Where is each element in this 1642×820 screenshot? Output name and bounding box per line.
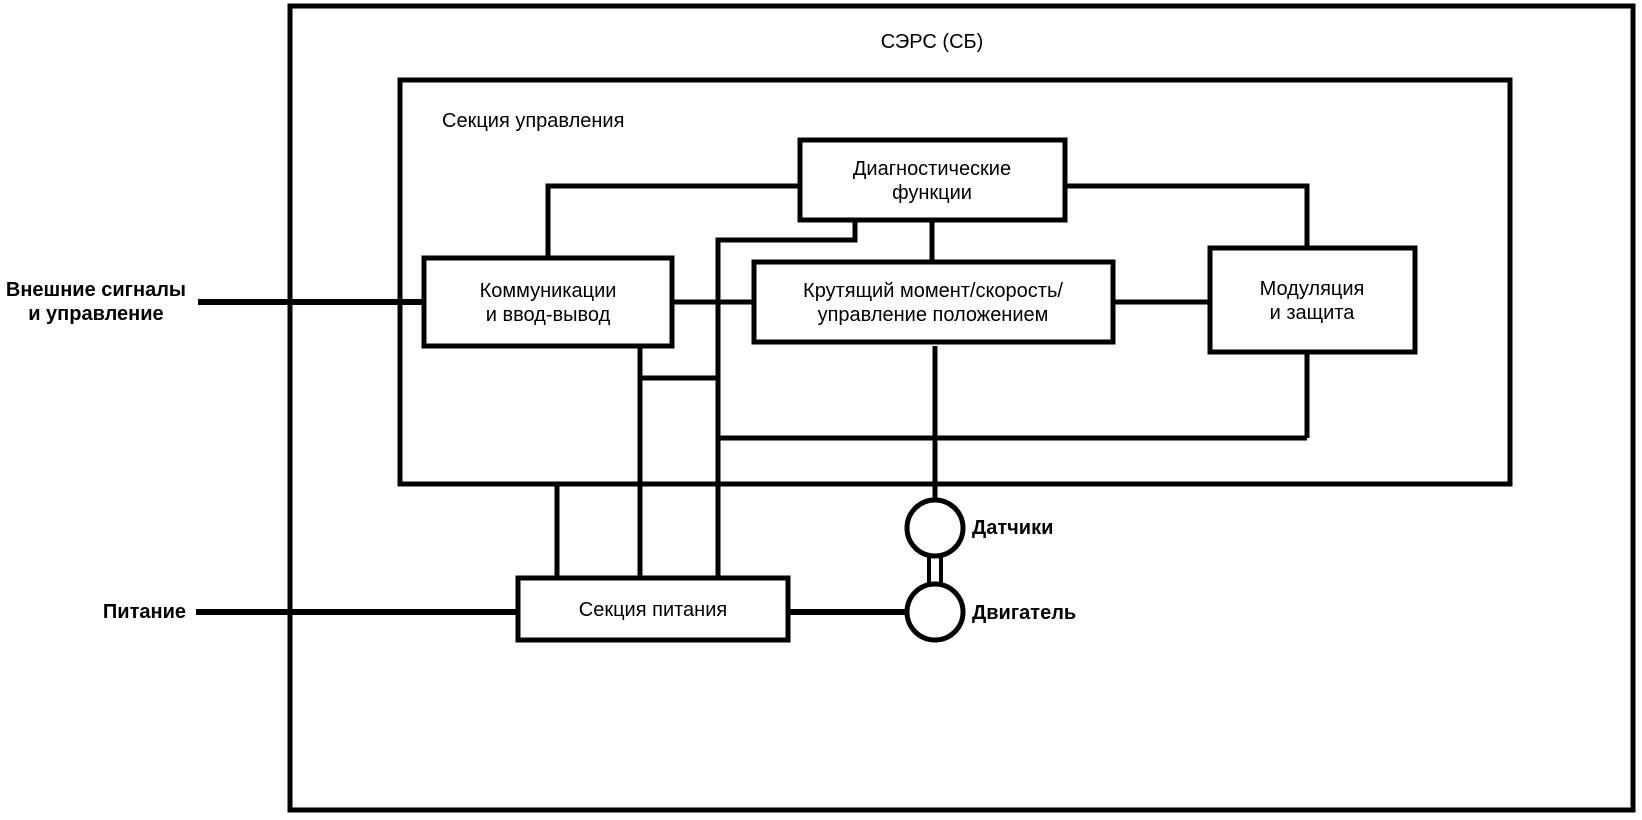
- modulation-box: [1207, 245, 1418, 355]
- motor-node-icon: [904, 581, 966, 643]
- torque-control-box-label: Крутящий момент/скорость/ управление пол…: [803, 280, 1063, 326]
- diagnostics-box-label: Диагностические функции: [852, 158, 1012, 204]
- diagnostics-to-comm-line: [545, 183, 800, 258]
- power-section-box: [515, 575, 791, 643]
- system-title: СЭРС (СБ): [880, 31, 984, 53]
- modulation-box-label: Модуляция и защита: [1259, 278, 1365, 324]
- sensors-node-icon: [904, 497, 966, 559]
- diagnostics-box: [797, 137, 1068, 223]
- communications-box-label: Коммуникации и ввод-вывод: [479, 280, 617, 326]
- communications-box: [421, 255, 675, 349]
- motor-label: Двигатель: [972, 602, 1077, 624]
- control-section-label: Секция управления: [442, 110, 625, 132]
- external-signals-label: Внешние сигналы и управление: [5, 279, 186, 325]
- control-section-frame: [397, 77, 1513, 487]
- torque-control-box: [751, 259, 1116, 345]
- outer-system-frame: [287, 3, 1636, 813]
- diagnostics-to-modulation-line: [1065, 183, 1310, 248]
- power-input-label: Питание: [102, 601, 186, 623]
- diagnostics-lower-branch-line: [715, 220, 1307, 441]
- comm-to-power-line: [637, 346, 718, 381]
- sensors-label: Датчики: [972, 517, 1054, 539]
- power-section-box-label: Секция питания: [578, 599, 728, 621]
